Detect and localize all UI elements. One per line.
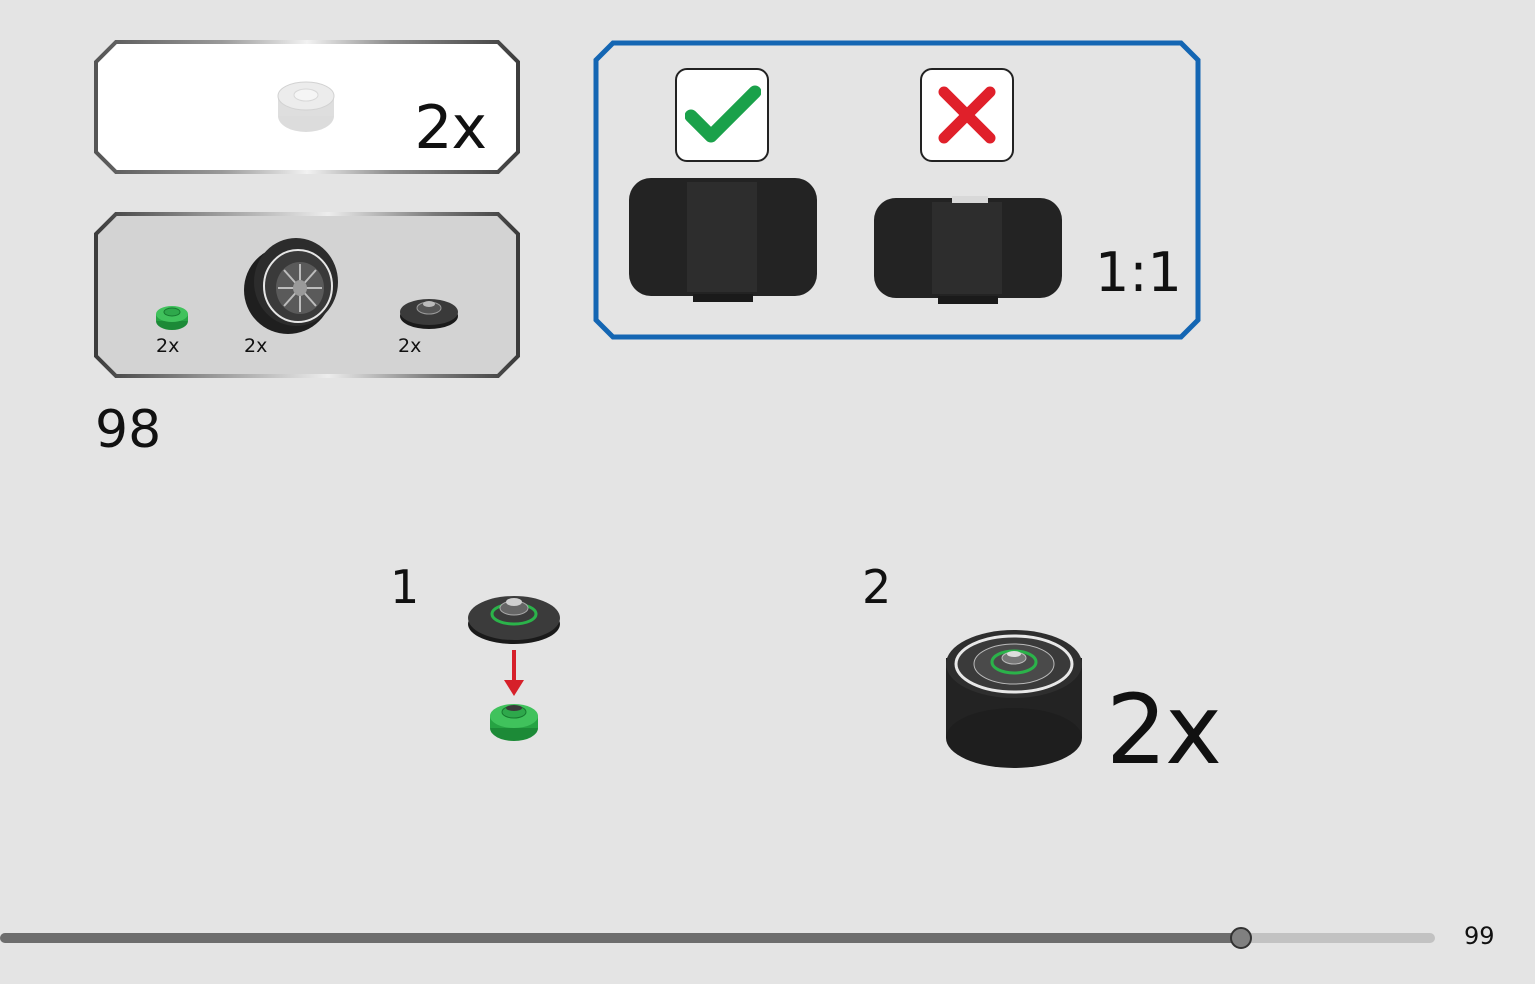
substep-2-multiplier: 2x xyxy=(1106,674,1222,786)
page-number: 99 xyxy=(1464,922,1495,950)
green-round-plate-icon xyxy=(490,704,538,741)
correct-orientation-box xyxy=(675,68,769,162)
orientation-check-panel: 1:1 xyxy=(593,40,1201,340)
part-quantity-tyre: 2x xyxy=(244,335,268,357)
black-dish-plate-icon xyxy=(468,596,560,644)
tyre-correct-side-icon xyxy=(629,178,817,302)
page-progress-fill xyxy=(0,933,1241,943)
page-progress-track[interactable] xyxy=(0,933,1435,943)
mini-panel-quantity: 2x xyxy=(414,93,487,163)
substep-1-illustration xyxy=(464,588,564,748)
scale-ratio: 1:1 xyxy=(1095,241,1182,304)
step-number: 98 xyxy=(95,400,162,460)
mini-callout-panel: 2x xyxy=(94,40,520,174)
assembled-wheel-icon xyxy=(946,630,1082,768)
wrong-orientation-box xyxy=(920,68,1014,162)
page-progress-handle[interactable] xyxy=(1230,927,1252,949)
substep-1-number: 1 xyxy=(390,560,420,614)
tyre-wrong-side-icon xyxy=(874,196,1062,304)
cross-icon xyxy=(938,86,996,144)
black-dish-plate-icon xyxy=(400,299,458,329)
part-quantity-dish-plate: 2x xyxy=(398,335,422,357)
part-quantity-green-plate: 2x xyxy=(156,335,180,357)
parts-list-panel: 2x 2x 2x xyxy=(94,212,520,378)
check-icon xyxy=(685,85,761,143)
substep-2-number: 2 xyxy=(862,560,892,614)
tyre-with-rim-icon xyxy=(244,238,338,334)
green-round-plate-icon xyxy=(156,306,188,330)
faded-rim-icon xyxy=(277,81,335,132)
arrow-down-icon xyxy=(504,650,524,696)
